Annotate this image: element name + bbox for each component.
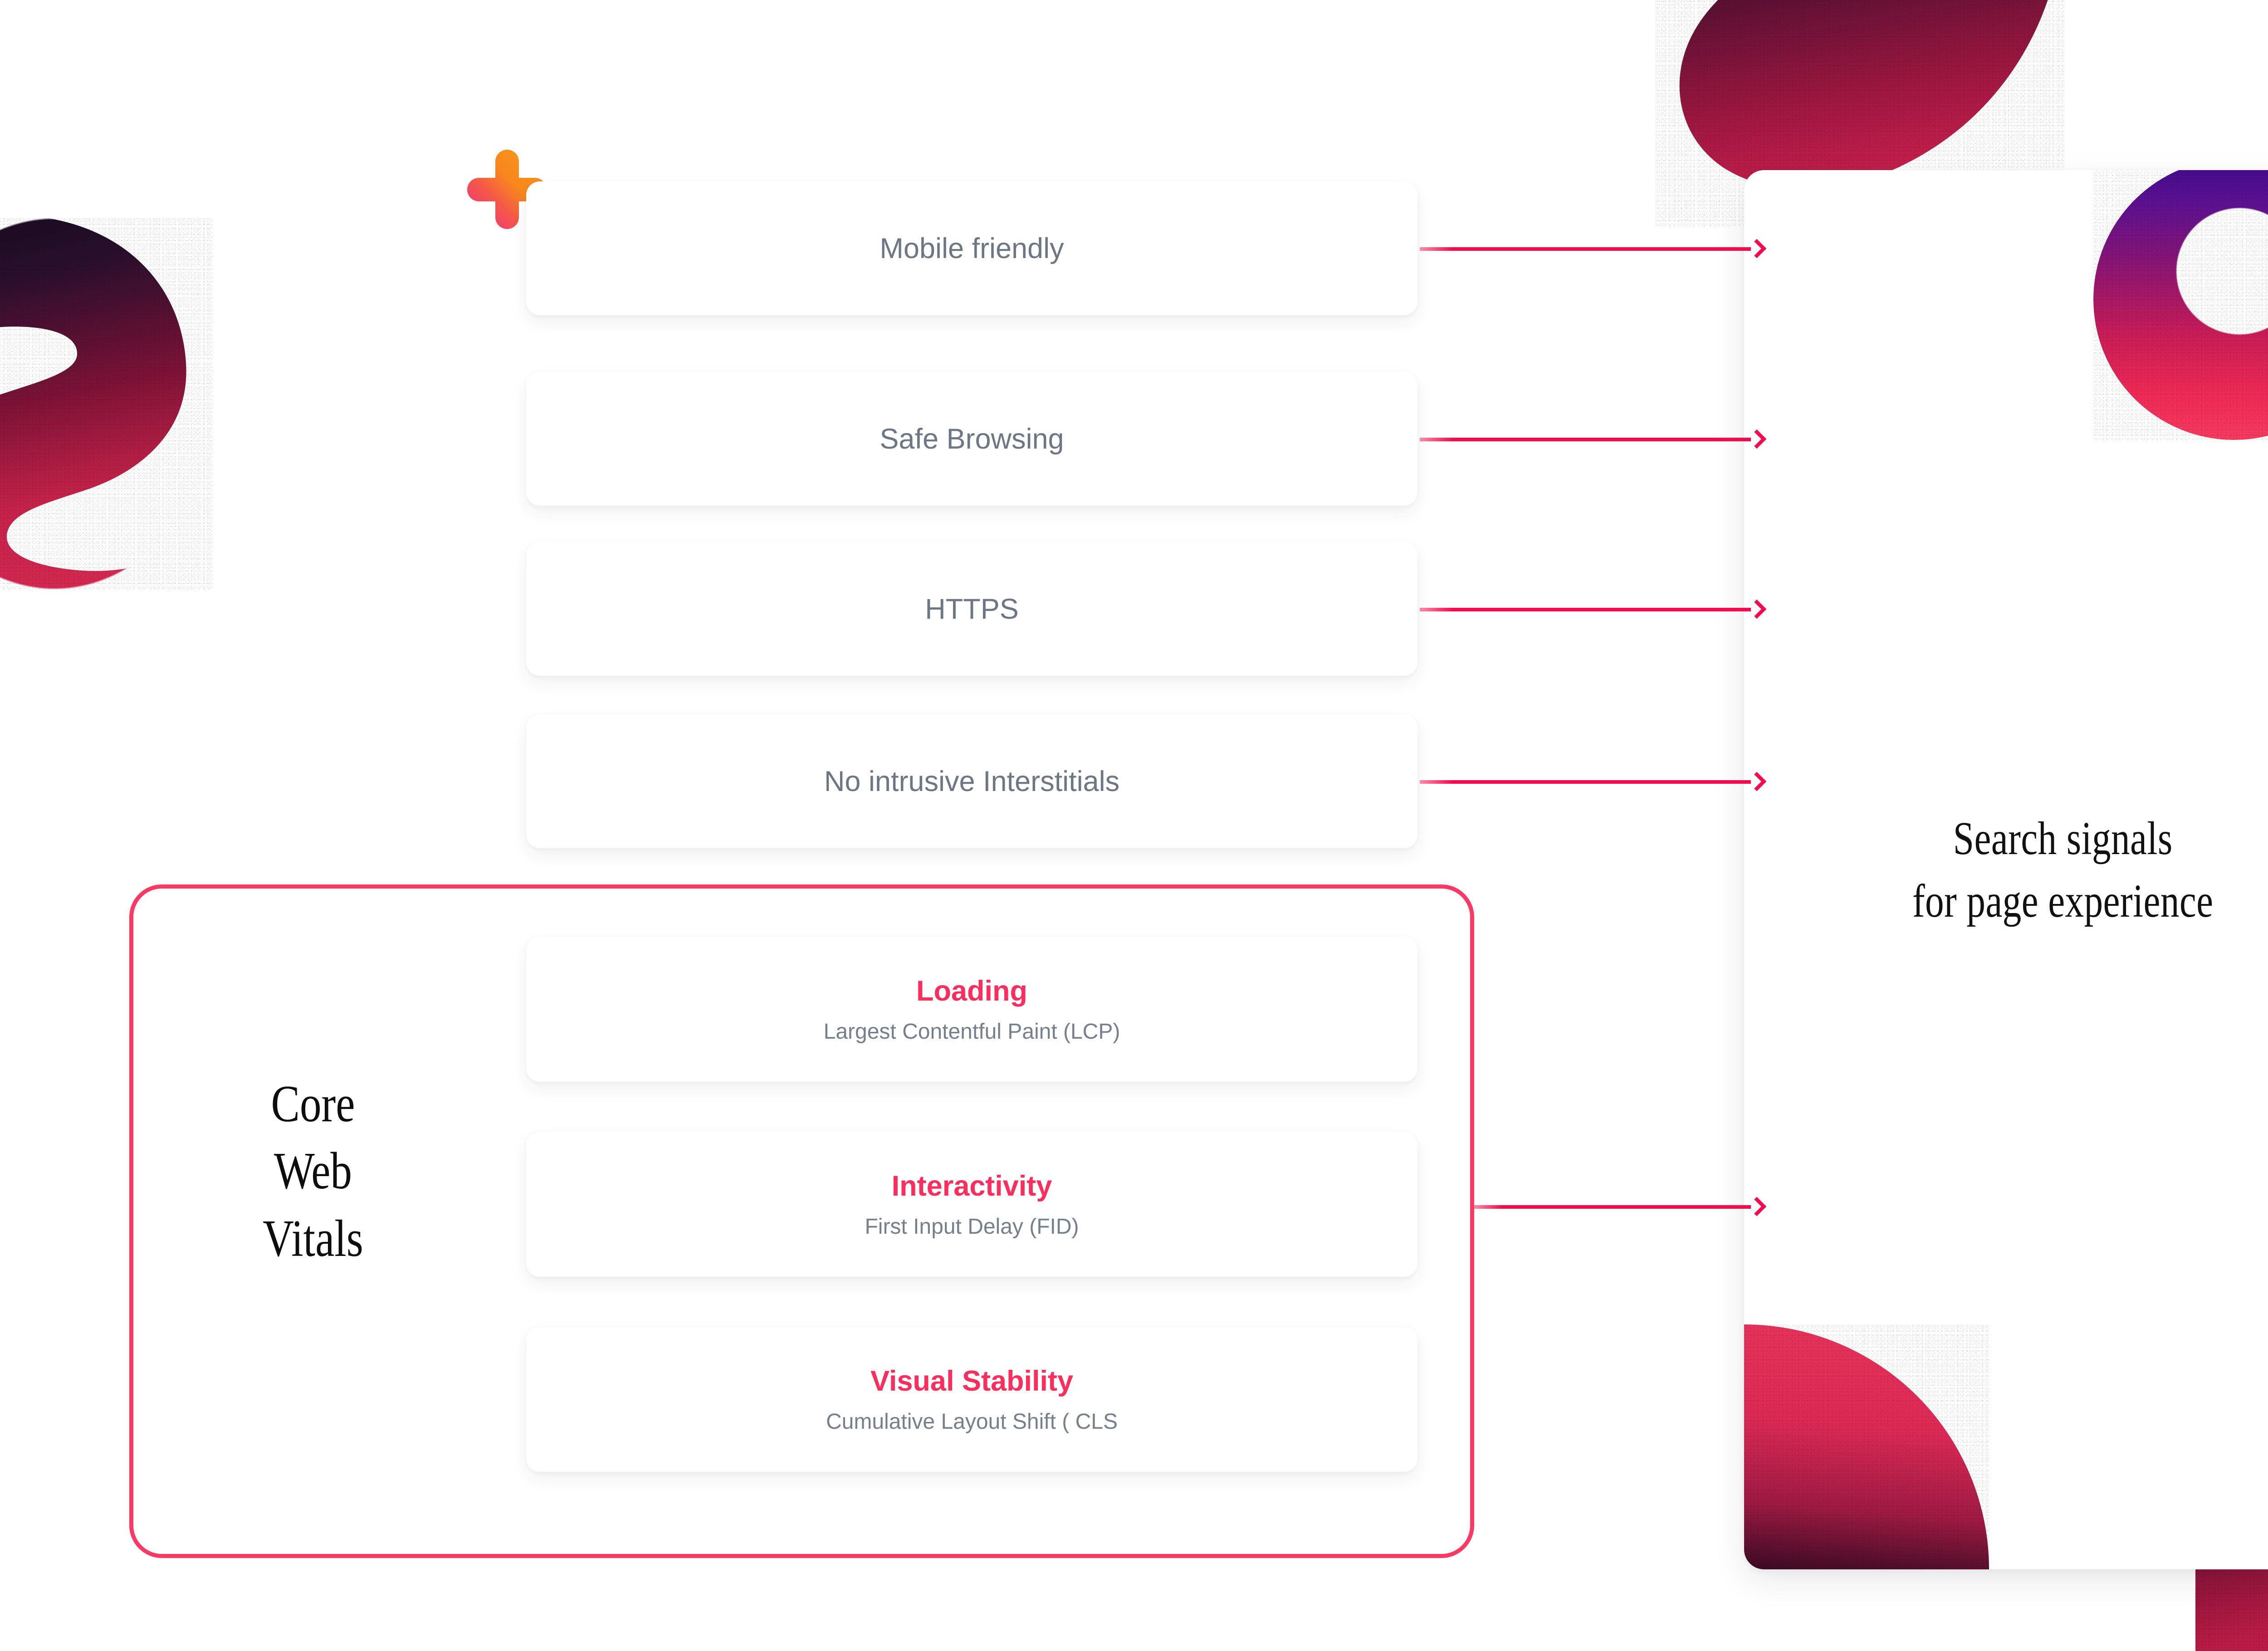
vital-title: Loading	[916, 975, 1027, 1007]
signal-title: Mobile friendly	[880, 232, 1064, 264]
signal-title: No intrusive Interstitials	[824, 765, 1120, 797]
arrow-mobile-friendly-to-card	[1420, 239, 1767, 259]
vital-subtitle: Cumulative Layout Shift ( CLS	[826, 1409, 1118, 1434]
arrow-no-interstitials-to-card	[1420, 772, 1767, 791]
core-web-vitals-label-line-1: Core	[271, 1075, 355, 1133]
vital-card-loading[interactable]: Loading Largest Contentful Paint (LCP)	[526, 937, 1418, 1082]
arrow-head-icon	[1747, 599, 1767, 619]
vital-card-interactivity[interactable]: Interactivity First Input Delay (FID)	[526, 1132, 1418, 1277]
vital-subtitle: Largest Contentful Paint (LCP)	[823, 1019, 1120, 1044]
signal-card-mobile-friendly[interactable]: Mobile friendly	[526, 181, 1418, 315]
arrow-core-web-vitals-to-card	[1474, 1197, 1767, 1216]
arrow-safe-browsing-to-card	[1420, 429, 1767, 449]
arrow-head-icon	[1747, 1197, 1767, 1216]
arrow-head-icon	[1747, 429, 1767, 449]
signal-card-safe-browsing[interactable]: Safe Browsing	[526, 372, 1418, 506]
signal-card-https[interactable]: HTTPS	[526, 542, 1418, 676]
search-signals-card: Search signals for page experience	[1744, 170, 2268, 1569]
result-card-headline: Search signals for page experience	[1912, 807, 2214, 932]
result-card-line-1: Search signals	[1953, 812, 2173, 865]
signal-title: HTTPS	[925, 593, 1019, 625]
signal-card-no-intrusive-interstitials[interactable]: No intrusive Interstitials	[526, 714, 1418, 848]
signal-title: Safe Browsing	[880, 423, 1064, 455]
core-web-vitals-label: Core Web Vitals	[235, 1070, 391, 1272]
core-web-vitals-frame	[129, 884, 1474, 1558]
core-web-vitals-label-line-2: Web	[274, 1142, 352, 1201]
arrow-head-icon	[1747, 772, 1767, 791]
vital-card-visual-stability[interactable]: Visual Stability Cumulative Layout Shift…	[526, 1327, 1418, 1472]
core-web-vitals-label-line-3: Vitals	[263, 1209, 363, 1268]
vital-subtitle: First Input Delay (FID)	[865, 1214, 1079, 1239]
result-card-line-2: for page experience	[1912, 874, 2214, 927]
arrow-head-icon	[1747, 239, 1767, 259]
vital-title: Visual Stability	[870, 1365, 1073, 1397]
vital-title: Interactivity	[891, 1170, 1052, 1202]
grain-swirl-blob	[0, 218, 213, 590]
arrow-https-to-card	[1420, 599, 1767, 619]
